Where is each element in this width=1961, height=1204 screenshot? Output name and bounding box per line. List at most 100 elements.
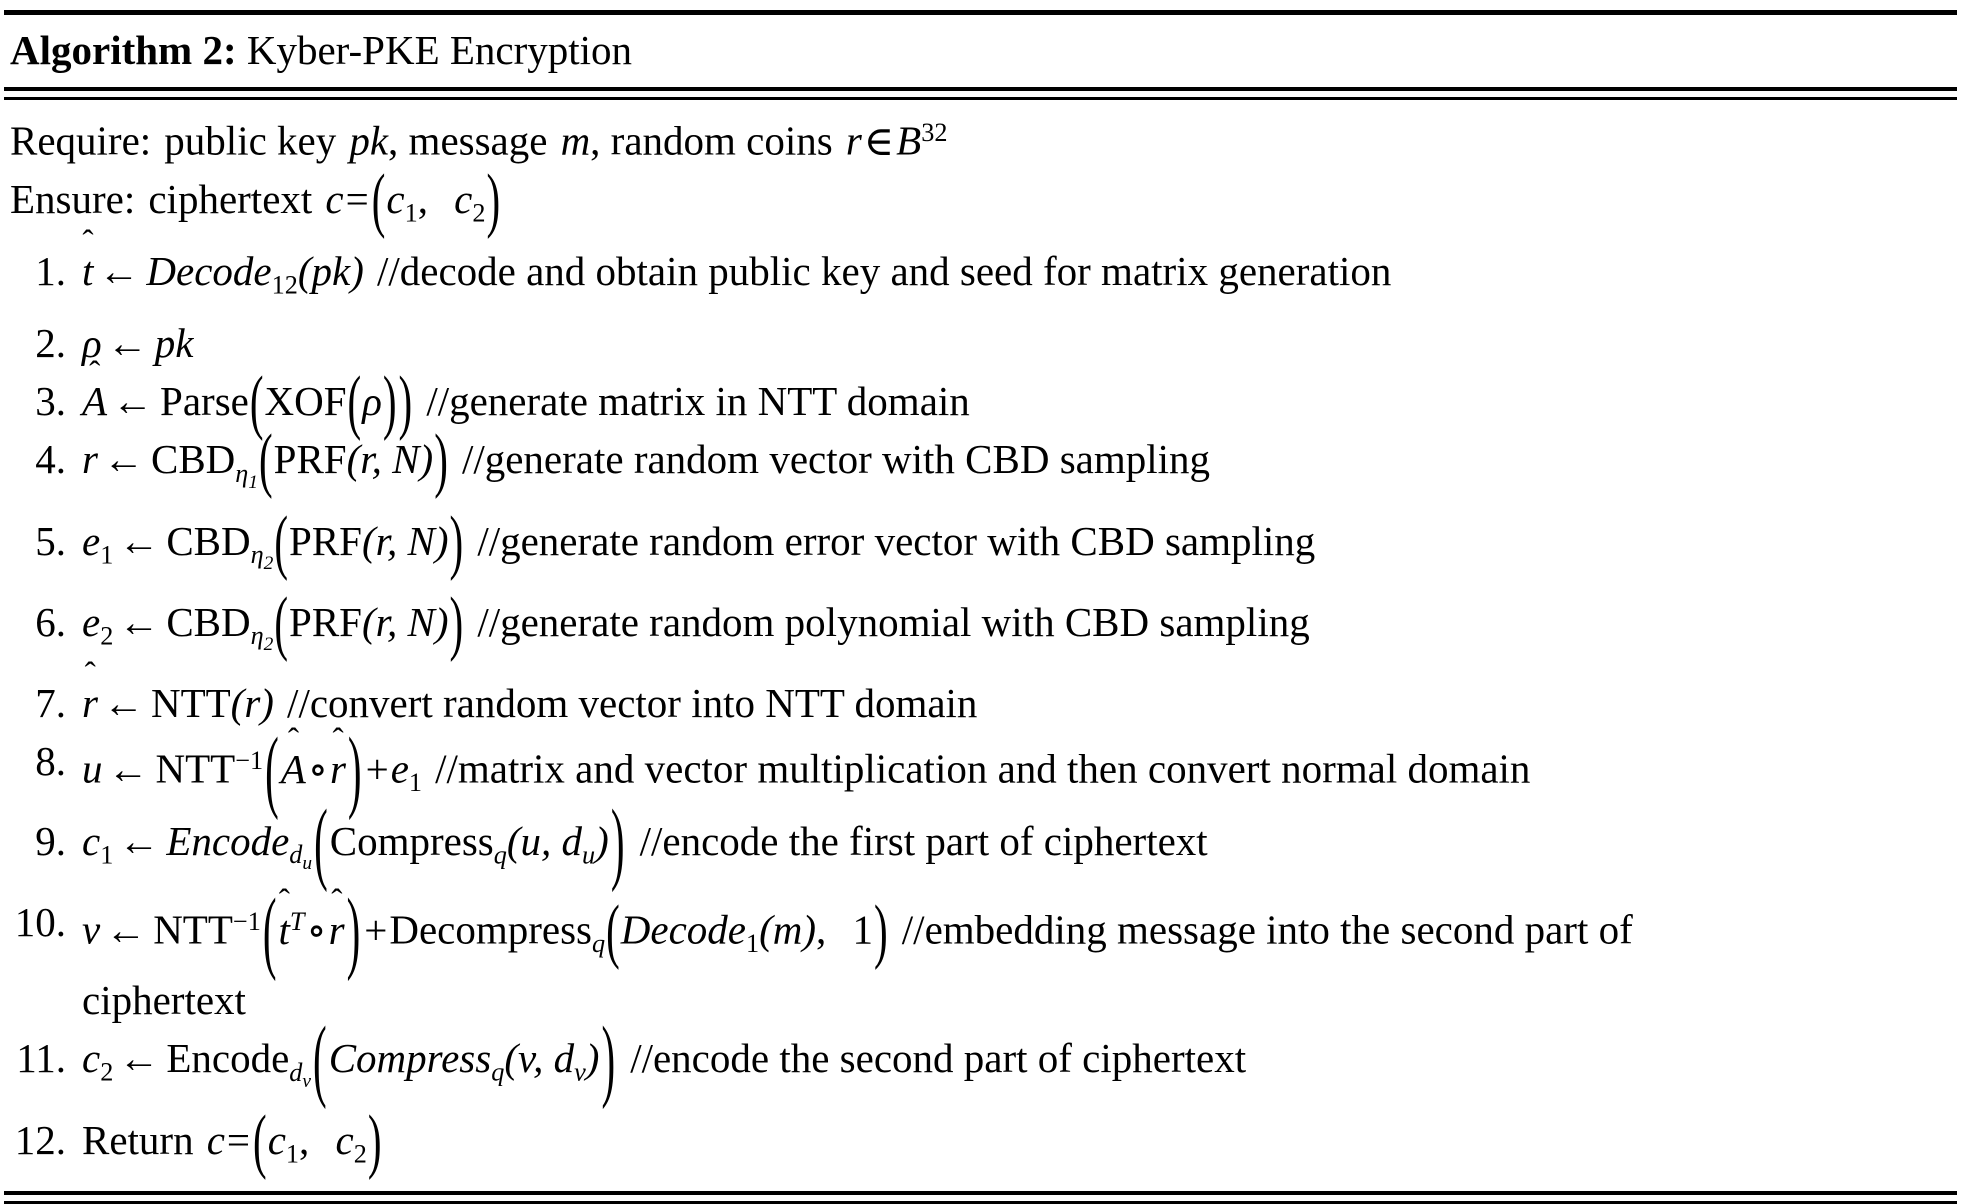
require-var-r: r — [845, 117, 862, 164]
prf-args: (r, N) — [361, 517, 449, 564]
ntt-fn: NTT — [153, 906, 233, 953]
paren-close: ) — [486, 158, 501, 239]
ntt-inverse-exponent: −1 — [232, 907, 261, 937]
decode-arg: (m) — [759, 906, 817, 953]
step-content: c1←Encodedu(Compressq(u, du))//encode th… — [82, 789, 1208, 893]
ensure-c2: c — [454, 175, 473, 222]
ensure-comma: , — [417, 175, 428, 222]
arg-comma: , — [816, 906, 827, 953]
ensure-c1: c — [386, 175, 405, 222]
step-comment: //convert random vector into NTT domain — [287, 680, 978, 727]
title-separator-rule — [4, 87, 1957, 100]
step-comment: //generate random vector with CBD sampli… — [461, 436, 1211, 483]
assign-arrow-icon: ← — [102, 436, 144, 483]
decode-subscript: 12 — [271, 270, 298, 300]
paren-open: ( — [253, 1099, 267, 1180]
c1-var: c — [267, 1116, 286, 1163]
cbd-eta-subscript: η2 — [250, 621, 274, 656]
eta-index: 2 — [263, 634, 274, 656]
prf-args: (r, N) — [346, 436, 434, 483]
compress-args: (v, d — [504, 1035, 575, 1082]
step-number: 7. — [35, 680, 66, 727]
ensure-label: Ensure: — [10, 175, 136, 222]
c1-subscript: 1 — [285, 1138, 300, 1168]
e2-var: e — [82, 598, 101, 645]
compress-q-subscript: q — [493, 840, 507, 870]
step-number: 5. — [35, 517, 66, 564]
compress-fn: Compress — [329, 818, 494, 865]
encode-du-subscript: du — [289, 840, 313, 875]
c2-var: c — [82, 1035, 101, 1082]
plus-operator: + — [365, 745, 389, 792]
c2-var: c — [335, 1116, 354, 1163]
ensure-var-c: c — [325, 175, 344, 222]
algorithm-title-line: Algorithm 2: Kyber-PKE Encryption — [4, 15, 1957, 81]
require-text-3: , random coins — [590, 117, 833, 164]
e1-var: e — [82, 517, 101, 564]
prf-fn: PRF — [273, 436, 347, 483]
cbd-fn: CBD — [150, 436, 236, 483]
step-number: 11. — [16, 1035, 66, 1082]
element-of-icon: ∈ — [863, 117, 895, 164]
decompress-tail-arg: 1 — [852, 906, 874, 953]
ensure-c2-subscript: 2 — [472, 198, 486, 228]
assign-arrow-icon: ← — [107, 745, 149, 792]
decompress-q-subscript: q — [592, 929, 606, 959]
encode-fn: Encode — [166, 818, 290, 865]
algorithm-title: Kyber-PKE Encryption — [246, 27, 633, 73]
require-text-1: public key — [164, 117, 337, 164]
step-11: 11. c2←Encodedv(Compressq(v, dv))//encod… — [4, 1007, 1957, 1111]
e1-subscript: 1 — [408, 768, 423, 798]
decode-fn: Decode — [146, 248, 272, 295]
step-content: e2←CBDη2(PRF(r, N))//generate random pol… — [82, 581, 1310, 663]
step-number: 2. — [35, 320, 66, 367]
step-6: 6. e2←CBDη2(PRF(r, N))//generate random … — [4, 581, 1957, 674]
ensure-c1-subscript: 1 — [404, 198, 418, 228]
hat-accent-icon: ˆ — [331, 883, 343, 921]
e1-addend: e — [390, 745, 409, 792]
eta-index: 2 — [263, 552, 274, 574]
step-number: 1. — [35, 248, 66, 295]
prf-args: (r, N) — [361, 598, 449, 645]
paren-open: ( — [371, 158, 386, 239]
e2-subscript: 2 — [100, 621, 114, 651]
step-4: 4. r←CBDη1(PRF(r, N))//generate random v… — [4, 419, 1957, 511]
assign-arrow-icon: ← — [118, 1035, 160, 1082]
rho-var: ρ — [82, 320, 102, 367]
c1-subscript: 1 — [100, 840, 114, 870]
step-2: 2. ρ←pk — [4, 314, 1957, 372]
require-var-pk: pk — [349, 117, 389, 164]
step-comment: //generate random polynomial with CBD sa… — [477, 598, 1310, 645]
equals-sign: = — [226, 1116, 251, 1163]
top-rule — [4, 10, 1957, 15]
cbd-fn: CBD — [166, 517, 251, 564]
hat-accent-icon: ˆ — [287, 721, 300, 759]
du-index: u — [302, 853, 313, 875]
cbd-fn: CBD — [166, 598, 251, 645]
e1-subscript: 1 — [100, 540, 114, 570]
hat-accent-icon: ˆ — [82, 224, 94, 262]
hat-accent-icon: ˆ — [84, 656, 96, 694]
step-comment: //encode the first part of ciphertext — [639, 818, 1208, 865]
du-arg-subscript: u — [582, 840, 596, 870]
v-var: v — [82, 906, 101, 953]
step-5: 5. e1←CBDη2(PRF(r, N))//generate random … — [4, 500, 1957, 593]
step-comment-continuation: ciphertext — [82, 977, 246, 1024]
xof-fn: XOF — [264, 378, 347, 425]
require-set-b: B — [896, 117, 922, 164]
algorithm-keyword: Algorithm 2: — [10, 27, 237, 73]
